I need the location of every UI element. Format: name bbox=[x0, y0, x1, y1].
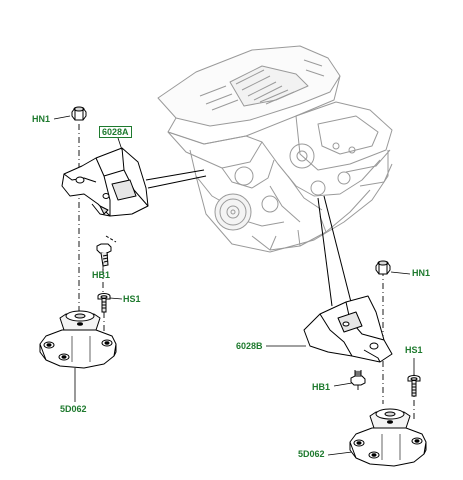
leader-5d062-right bbox=[327, 451, 353, 456]
bracket-6028a bbox=[61, 147, 149, 217]
stud-hs1-right bbox=[407, 375, 421, 397]
label-6028a: 6028A bbox=[99, 126, 132, 138]
leader-lines bbox=[145, 169, 353, 307]
stud-hs1-left bbox=[97, 293, 111, 313]
label-hs1-left: HS1 bbox=[123, 294, 141, 304]
label-hn1-left: HN1 bbox=[32, 114, 51, 124]
nut-hn1-right bbox=[375, 260, 391, 275]
leader-6028a bbox=[117, 137, 123, 151]
nut-hn1-left bbox=[71, 106, 87, 121]
leader-hn1-right bbox=[390, 271, 411, 275]
leader-hn1-left bbox=[53, 115, 71, 120]
bolt-hb1-right bbox=[350, 370, 366, 386]
bolt-hb1-left bbox=[96, 235, 117, 267]
engine-illustration bbox=[157, 45, 393, 253]
label-6028b: 6028B bbox=[236, 341, 263, 351]
label-hs1-right: HS1 bbox=[405, 345, 423, 355]
label-5d062-right: 5D062 bbox=[298, 449, 325, 459]
label-hb1-left: HB1 bbox=[92, 270, 111, 280]
bracket-6028b bbox=[303, 295, 393, 363]
label-5d062-left: 5D062 bbox=[60, 404, 87, 414]
leader-hb1-right bbox=[333, 382, 353, 387]
label-hb1-right: HB1 bbox=[312, 382, 331, 392]
engine-mount-5d062-left bbox=[39, 310, 117, 369]
engine-mount-5d062-right bbox=[349, 408, 427, 467]
label-hn1-right: HN1 bbox=[412, 268, 431, 278]
leader-hs1-left bbox=[109, 297, 123, 300]
